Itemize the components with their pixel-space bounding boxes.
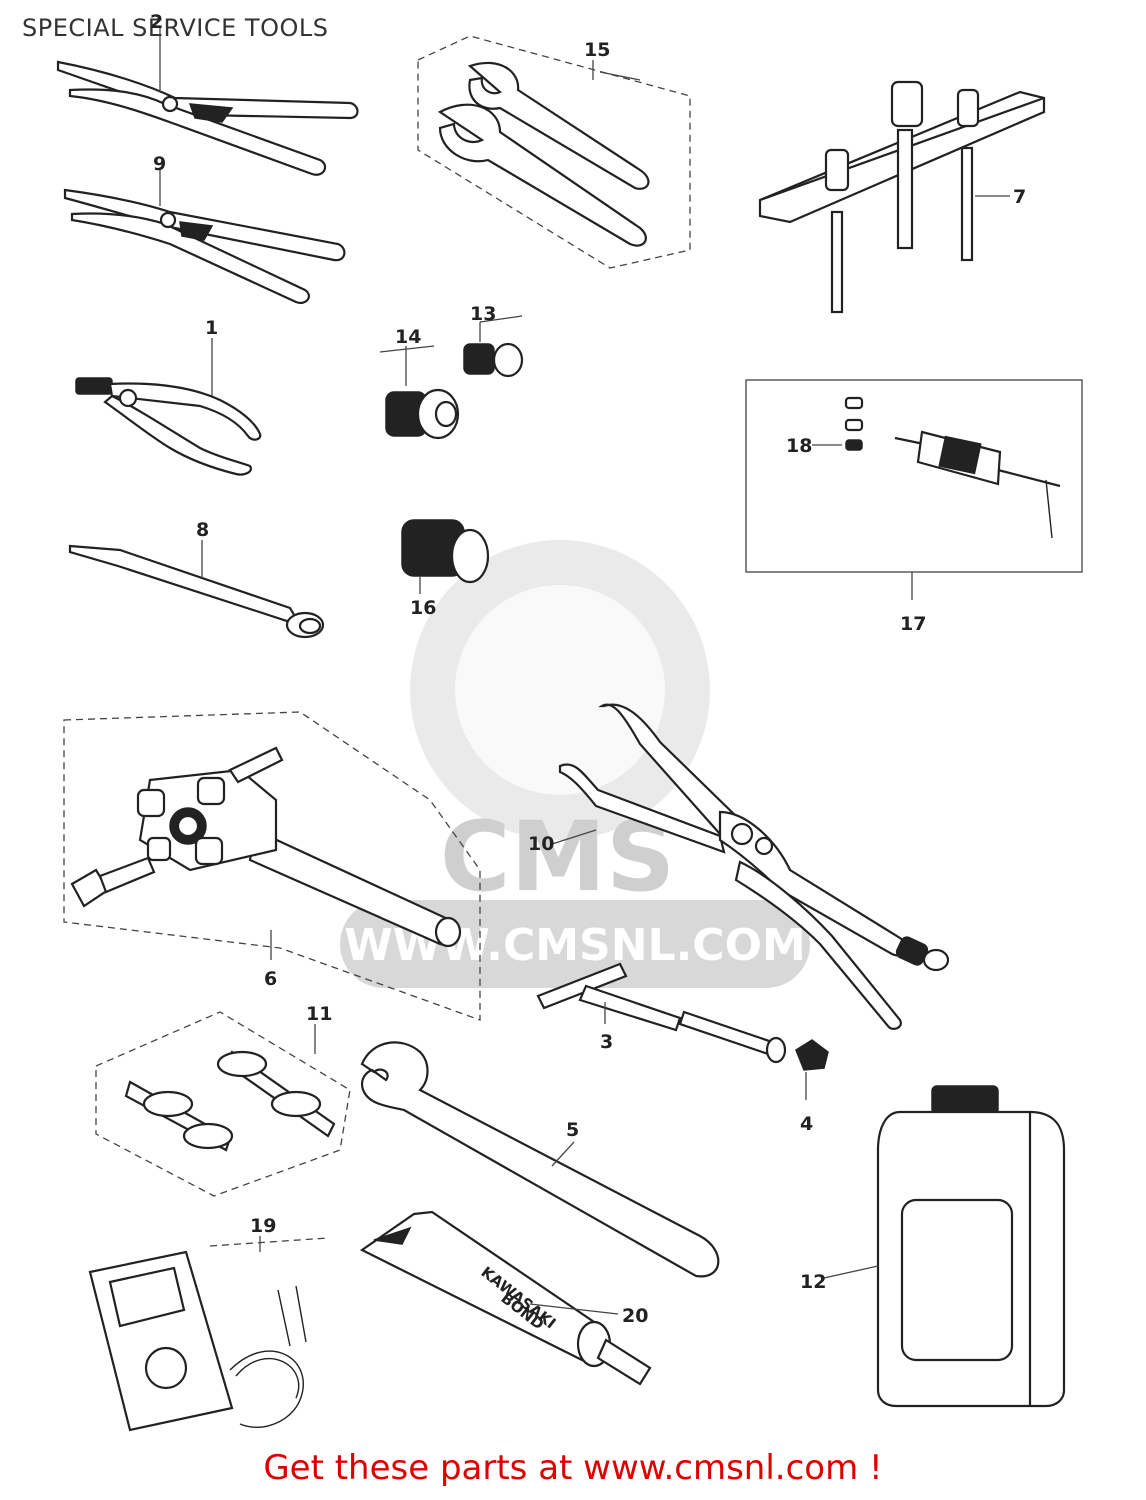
callout-15: 15 [584, 39, 610, 61]
callout-7: 7 [1013, 186, 1026, 208]
callout-11: 11 [306, 1003, 332, 1025]
part-10-locking-pliers [558, 703, 950, 1030]
callout-1: 1 [205, 317, 218, 339]
callout-5: 5 [566, 1119, 579, 1141]
part-7-puller [758, 80, 1046, 314]
part-3-t-handle [536, 962, 787, 1064]
part-5-hook-wrench [360, 1041, 720, 1278]
callout-10: 10 [528, 833, 554, 855]
callout-4: 4 [800, 1113, 813, 1135]
callout-16: 16 [410, 597, 436, 619]
part-17-box [745, 379, 1083, 573]
part-20-bond-tube: KAWASAKI BOND [359, 1210, 652, 1386]
callout-3: 3 [600, 1031, 613, 1053]
callout-12: 12 [800, 1271, 826, 1293]
callout-20: 20 [622, 1305, 648, 1327]
part-13-plug [463, 342, 524, 378]
callout-8: 8 [196, 519, 209, 541]
part-6-flywheel-puller [70, 746, 462, 948]
callout-19: 19 [250, 1215, 276, 1237]
page-title: SPECIAL SERVICE TOOLS [22, 14, 329, 42]
part-16-cap [401, 519, 490, 584]
part-12-bottle [876, 1085, 1066, 1408]
callout-13: 13 [470, 303, 496, 325]
callout-9: 9 [153, 153, 166, 175]
footer-link-text[interactable]: Get these parts at www.cmsnl.com ! [263, 1448, 883, 1488]
part-4-nut [795, 1039, 829, 1071]
part-8-rod [68, 544, 325, 639]
part-17-tool [894, 430, 1061, 539]
callout-6: 6 [264, 968, 277, 990]
callout-14: 14 [395, 326, 421, 348]
part-1-pliers [75, 377, 262, 476]
part-15-spanners [417, 35, 691, 269]
part-9-snap-ring-pliers [63, 188, 346, 304]
part-19-multimeter [88, 1250, 307, 1432]
callout-18: 18 [786, 435, 812, 457]
callout-2: 2 [150, 11, 163, 33]
callout-17: 17 [900, 613, 926, 635]
part-14-plug [385, 388, 460, 440]
part-11-adapters [124, 1050, 336, 1152]
part-18-adapters [844, 396, 864, 451]
part-2-snap-ring-pliers [56, 60, 359, 176]
